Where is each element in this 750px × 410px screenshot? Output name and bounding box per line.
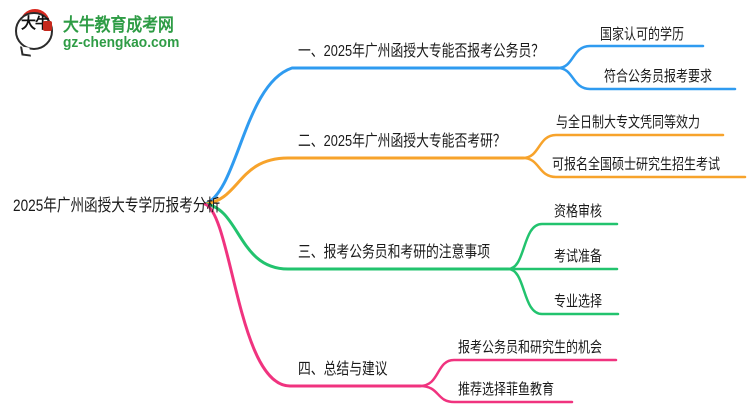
branch1-child1-line	[556, 44, 705, 70]
branch3-child-1[interactable]: 资格审核	[554, 203, 603, 220]
branch2-child1-line	[521, 133, 725, 160]
branch2-child2-line	[521, 156, 747, 179]
branch4-topic[interactable]: 四、总结与建议	[298, 361, 388, 378]
logo-site-domain: gz-chengkao.com	[63, 34, 180, 51]
branch1-child-2[interactable]: 符合公务员报考要求	[604, 68, 713, 85]
branch2-child-1[interactable]: 与全日制大专文凭同等效力	[556, 114, 701, 131]
branch4-main-line	[203, 202, 422, 388]
branch2-main-line	[203, 156, 525, 206]
logo-site-name: 大牛教育成考网	[63, 14, 174, 35]
central-topic[interactable]: 2025年广州函授大专学历报考分析	[13, 196, 221, 215]
logo-bubble-tail	[20, 46, 31, 57]
branch4-child1-line	[418, 358, 618, 388]
logo-red-seal	[43, 21, 52, 31]
branch3-child-3[interactable]: 专业选择	[554, 293, 603, 310]
site-logo[interactable]: 大牛 大牛教育成考网 gz-chengkao.com	[14, 9, 189, 57]
branch1-child-1[interactable]: 国家认可的学历	[600, 26, 685, 43]
logo-speech-bubble	[15, 12, 53, 50]
branch4-child2-line	[418, 384, 574, 404]
branch3-topic[interactable]: 三、报考公务员和考研的注意事项	[298, 244, 491, 261]
logo-bull-characters: 大牛	[20, 16, 50, 32]
logo-bull-icon: 大牛	[14, 9, 56, 57]
branch4-child-1[interactable]: 报考公务员和研究生的机会	[458, 339, 603, 356]
branch2-child-2[interactable]: 可报名全国硕士研究生招生考试	[552, 156, 721, 173]
branch3-child3-line	[506, 267, 620, 316]
branch1-topic[interactable]: 一、2025年广州函授大专能否报考公务员？	[298, 43, 545, 60]
branch1-child2-line	[556, 66, 737, 91]
branch4-child-2[interactable]: 推荐选择菲鱼教育	[458, 381, 555, 398]
branch3-main-line	[203, 202, 510, 271]
branch3-child1-line	[506, 222, 619, 271]
branch3-child-2[interactable]: 考试准备	[554, 248, 603, 265]
branch1-main-line	[203, 66, 560, 206]
branch2-topic[interactable]: 二、2025年广州函授大专能否考研？	[298, 133, 506, 150]
